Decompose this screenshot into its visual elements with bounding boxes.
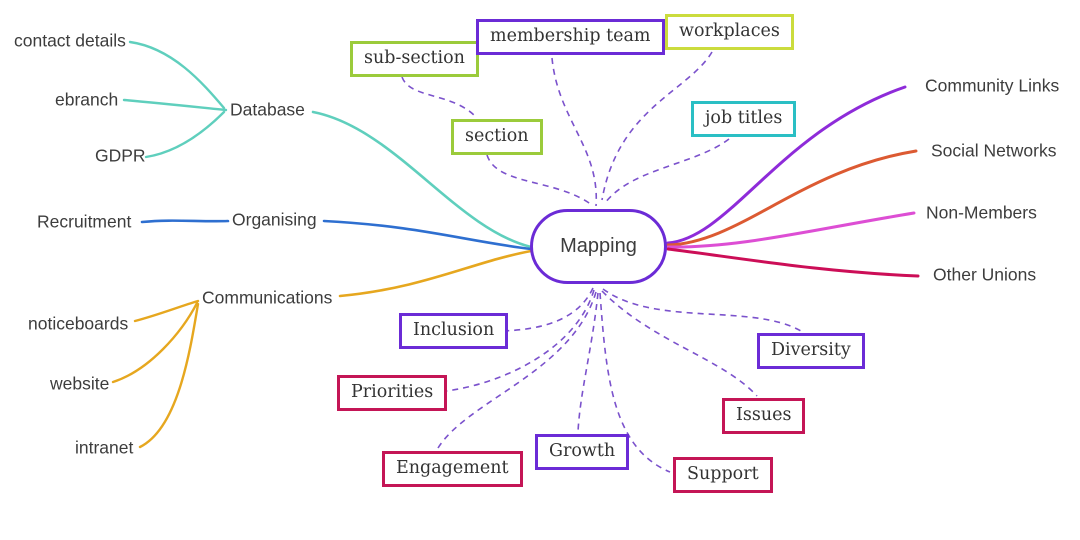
- edge-database-mapping: [311, 110, 533, 249]
- edge-section-mapping: [486, 154, 593, 206]
- edge-ebranch-database: [122, 98, 228, 112]
- edge-mapping-support: [599, 292, 671, 473]
- node-priorities[interactable]: Priorities: [337, 375, 448, 411]
- node-section[interactable]: section: [451, 119, 543, 155]
- node-engagement[interactable]: Engagement: [382, 451, 523, 487]
- node-contact-details[interactable]: contact details: [14, 30, 126, 51]
- node-inclusion[interactable]: Inclusion: [399, 313, 509, 349]
- node-job-titles[interactable]: job titles: [691, 101, 797, 137]
- node-mapping[interactable]: Mapping: [530, 209, 667, 284]
- edge-mapping-priorities: [437, 289, 595, 393]
- edge-mapping-non-members: [666, 211, 916, 249]
- node-support[interactable]: Support: [673, 457, 773, 493]
- node-intranet[interactable]: intranet: [75, 437, 134, 458]
- edge-mapping-issues: [601, 290, 758, 397]
- node-growth[interactable]: Growth: [535, 434, 630, 470]
- node-ebranch[interactable]: ebranch: [55, 89, 119, 110]
- edge-membership-team-mapping: [551, 57, 597, 207]
- edge-organising-mapping: [322, 219, 533, 251]
- edge-mapping-diversity: [602, 288, 802, 332]
- node-noticeboards[interactable]: noticeboards: [28, 313, 129, 334]
- edge-recruitment-organising: [140, 219, 230, 224]
- node-database[interactable]: Database: [230, 99, 305, 120]
- edge-mapping-inclusion: [499, 287, 594, 332]
- node-social-networks[interactable]: Social Networks: [931, 140, 1057, 161]
- edge-contact-details-database: [128, 40, 226, 110]
- node-communications[interactable]: Communications: [202, 287, 333, 308]
- node-website[interactable]: website: [50, 373, 110, 394]
- node-issues[interactable]: Issues: [722, 398, 806, 434]
- node-workplaces[interactable]: workplaces: [665, 14, 794, 50]
- node-other-unions[interactable]: Other Unions: [933, 264, 1037, 285]
- edge-mapping-engagement: [437, 291, 597, 449]
- node-non-members[interactable]: Non-Members: [926, 202, 1037, 223]
- edge-sub-section-section: [401, 76, 477, 118]
- edge-mapping-social-networks: [666, 149, 918, 247]
- node-recruitment[interactable]: Recruitment: [37, 211, 132, 232]
- node-membership-team[interactable]: membership team: [476, 19, 665, 55]
- node-organising[interactable]: Organising: [232, 209, 317, 230]
- node-community-links[interactable]: Community Links: [925, 75, 1060, 96]
- edge-website-communications: [111, 301, 199, 384]
- edge-mapping-other-unions: [666, 247, 920, 278]
- edge-mapping-growth: [577, 292, 599, 433]
- edge-mapping-community-links: [666, 85, 907, 245]
- edge-workplaces-mapping: [601, 51, 713, 201]
- edge-communications-mapping: [338, 249, 533, 298]
- node-diversity[interactable]: Diversity: [757, 333, 865, 369]
- edge-job-titles-mapping: [604, 138, 730, 204]
- node-gdpr[interactable]: GDPR: [95, 145, 146, 166]
- node-sub-section[interactable]: sub-section: [350, 41, 479, 77]
- edge-noticeboards-communications: [133, 299, 200, 323]
- edge-intranet-communications: [138, 302, 200, 449]
- edge-gdpr-database: [144, 110, 226, 159]
